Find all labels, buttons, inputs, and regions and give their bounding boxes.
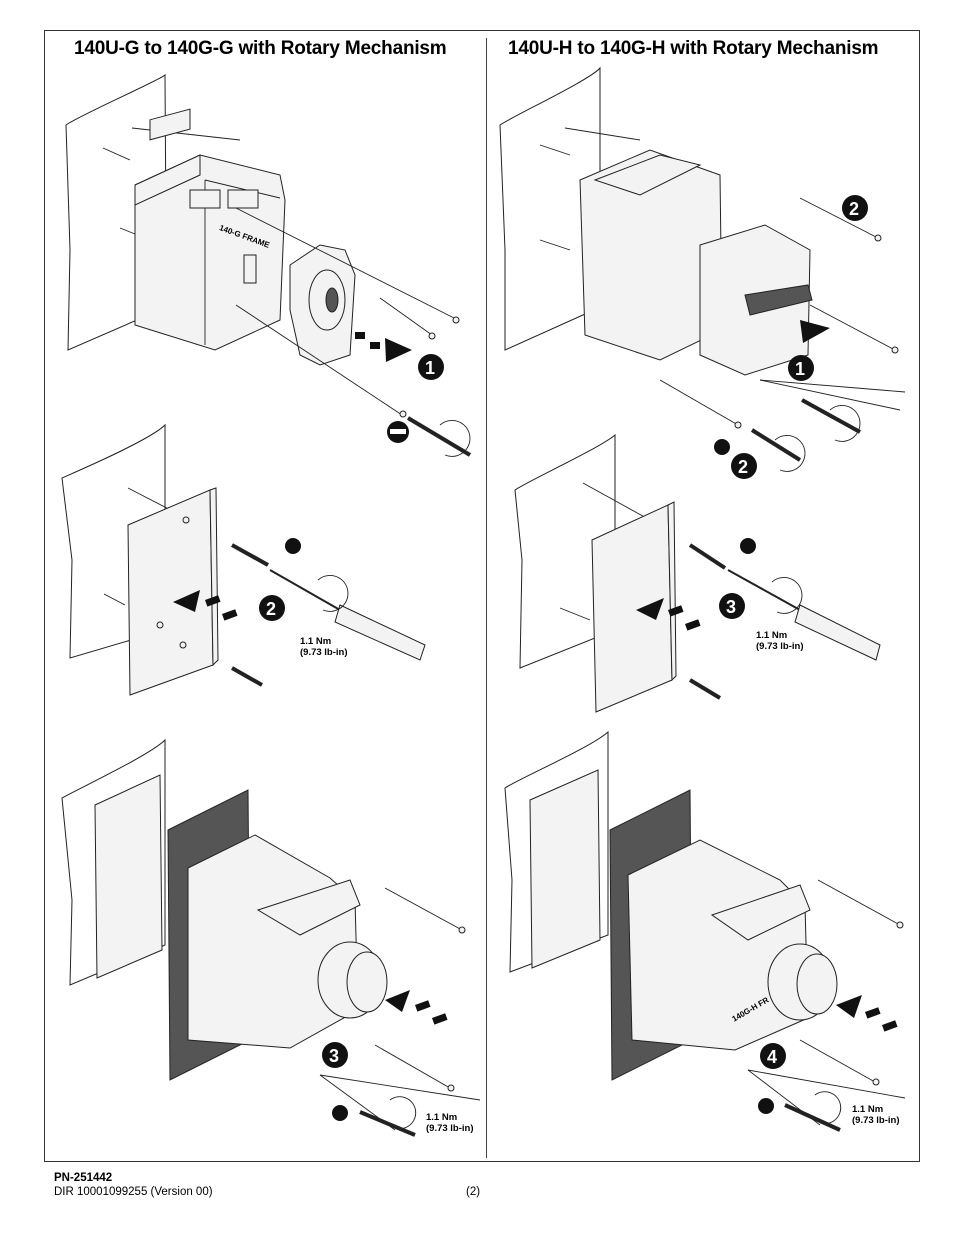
right-step4-number: 4 bbox=[767, 1047, 777, 1067]
document-id: DIR 10001099255 (Version 00) bbox=[54, 1186, 213, 1198]
part-number: PN-251442 bbox=[54, 1172, 113, 1184]
page-frame bbox=[44, 30, 920, 1162]
left-column-title: 140U-G to 140G-G with Rotary Mechanism bbox=[74, 38, 447, 59]
left-step2-number: 2 bbox=[266, 599, 276, 619]
right-step1-illustration: 2 1 2 bbox=[499, 66, 906, 479]
torque-label-right-step4: 1.1 Nm (9.73 lb-in) bbox=[852, 1104, 900, 1126]
right-column-title: 140U-H to 140G-H with Rotary Mechanism bbox=[508, 38, 879, 59]
left-step3-illustration: 3 bbox=[61, 738, 481, 1137]
column-divider bbox=[486, 38, 487, 1158]
right-step4-illustration: 4 bbox=[504, 730, 906, 1132]
right-step-b-number: 1 bbox=[795, 359, 805, 379]
torque-label-left-step3: 1.1 Nm (9.73 lb-in) bbox=[426, 1112, 474, 1134]
left-step2-illustration: 2 bbox=[61, 423, 426, 696]
left-step3-number: 3 bbox=[329, 1046, 339, 1066]
right-step-c-number: 2 bbox=[738, 457, 748, 477]
page-number: (2) bbox=[466, 1186, 481, 1198]
torque-label-right-step3: 1.1 Nm (9.73 lb-in) bbox=[756, 630, 804, 652]
right-step3-number: 3 bbox=[726, 597, 736, 617]
left-step1-number: 1 bbox=[425, 358, 435, 378]
left-step1-illustration: 1 bbox=[65, 73, 472, 457]
torque-label-left-step2: 1.1 Nm (9.73 lb-in) bbox=[300, 636, 348, 658]
right-step3-illustration: 3 bbox=[514, 433, 881, 713]
right-step-a-number: 2 bbox=[849, 199, 859, 219]
